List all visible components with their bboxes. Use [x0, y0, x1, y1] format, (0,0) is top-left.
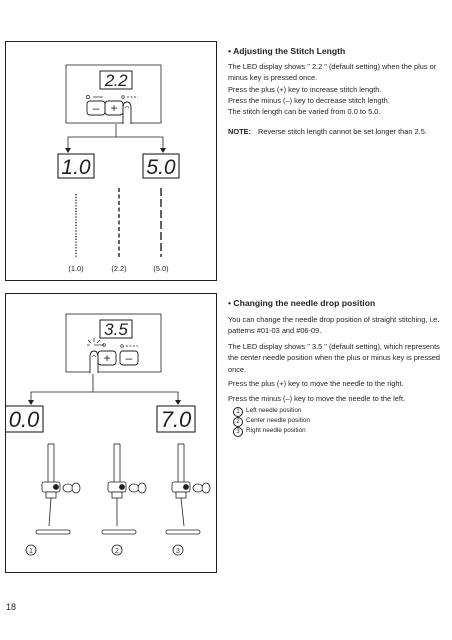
- led-display-max: [142, 153, 180, 179]
- led-display-min-value: 1.0: [61, 156, 91, 179]
- arrow-right-2: [93, 391, 179, 402]
- needle-assembly-left: [35, 443, 81, 535]
- led-display-2-value: 3.5: [104, 320, 128, 339]
- needle-assembly-center: [101, 443, 147, 535]
- plus-key-2[interactable]: [97, 350, 117, 366]
- minus-key-2[interactable]: [119, 350, 139, 366]
- needle-paragraph-4: Press the minus (–) key to move the need…: [228, 394, 406, 403]
- needle-position-icon: [94, 343, 138, 348]
- led-display-min: [57, 153, 95, 179]
- arrow-left: [67, 124, 117, 150]
- caption-num-2: 2: [115, 548, 119, 555]
- note: NOTE: Reverse stitch length cannot be se…: [228, 126, 440, 150]
- position-label-1: Left needle position: [246, 407, 302, 414]
- page-number: 18: [6, 602, 17, 612]
- needle-paragraph-2: The LED display shows " 3.5 " (default s…: [228, 342, 440, 374]
- stitch-length-figure: 2.2 – + 1.0 5.0 (1.0) (2.2) (5.0): [57, 64, 180, 273]
- led-display-left: [6, 405, 44, 433]
- led-display-left-value: 0.0: [9, 407, 40, 432]
- needle-position-figure: 3.5 + – 0.0 7.0: [6, 313, 211, 556]
- led-display-max-value: 5.0: [146, 156, 176, 179]
- needle-paragraph-3: Press the plus (+) key to move the needl…: [228, 379, 404, 388]
- led-display: [99, 70, 133, 90]
- note-text: Reverse stitch length cannot be set long…: [258, 127, 427, 136]
- position-num-2: 2: [233, 417, 243, 427]
- minus-key-2-label: –: [126, 351, 133, 365]
- plus-key-label: +: [110, 101, 117, 115]
- plus-key-2-label: +: [103, 351, 110, 365]
- caption-circle-1: [25, 544, 37, 556]
- stitch-length-paragraph: The LED display shows " 2.2 " (default s…: [228, 62, 437, 117]
- caption-short: (1.0): [68, 264, 83, 273]
- needle-assembly-right: [165, 443, 211, 535]
- needle-paragraph-1: You can change the needle drop position …: [228, 315, 440, 336]
- finger-icon-2: [89, 350, 99, 373]
- section-heading-needle-position: • Changing the needle drop position: [228, 298, 376, 308]
- position-label-3: Right needle position: [246, 427, 306, 434]
- led-display-2: [99, 319, 133, 339]
- needle-position-illustration: 3.5 + – 0.0 7.0: [5, 293, 217, 573]
- arrow-left-2: [30, 374, 94, 402]
- position-label-2: Center needle position: [246, 417, 310, 424]
- caption-circle-2: [111, 544, 123, 556]
- minus-key-label: –: [93, 101, 100, 115]
- control-panel-frame-2: [65, 313, 162, 373]
- section-heading-stitch-length: • Adjusting the Stitch Length: [228, 46, 346, 56]
- position-num-1: 1: [233, 407, 243, 417]
- arrow-right: [116, 136, 164, 150]
- caption-num-3: 3: [176, 548, 180, 555]
- press-burst-icon: [87, 338, 101, 346]
- stitch-length-icon: [86, 95, 138, 99]
- led-display-value: 2.2: [104, 71, 128, 90]
- stitch-length-illustration: 2.2 – + 1.0 5.0 (1.0) (2.2) (5.0): [5, 41, 217, 281]
- caption-default: (2.2): [111, 264, 126, 273]
- caption-long: (5.0): [153, 264, 168, 273]
- note-label: NOTE:: [228, 127, 251, 136]
- led-display-right: [156, 405, 196, 433]
- position-num-3: 3: [233, 427, 243, 437]
- control-panel-frame: [65, 64, 162, 124]
- caption-num-1: 1: [29, 548, 33, 555]
- led-display-right-value: 7.0: [161, 407, 192, 432]
- caption-circle-3: [172, 544, 184, 556]
- finger-icon: [122, 101, 132, 124]
